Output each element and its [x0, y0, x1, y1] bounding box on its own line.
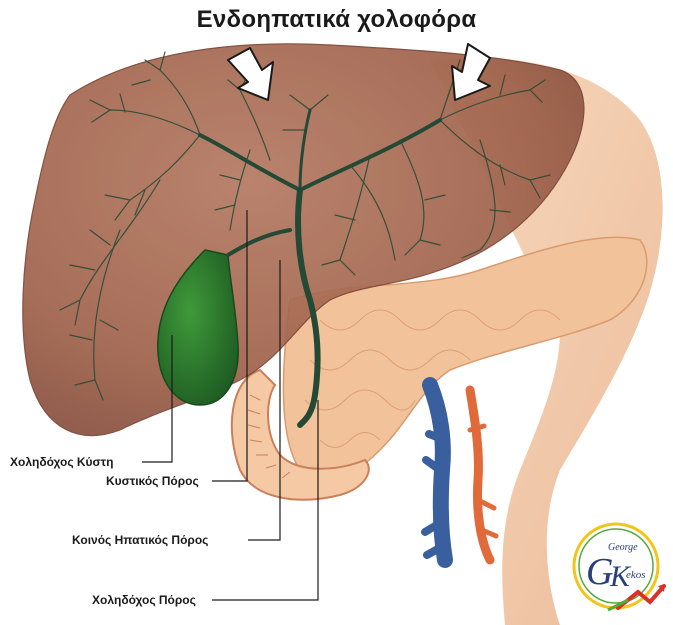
label-common-bile-duct: Χοληδόχος Πόρος	[92, 593, 196, 607]
logo-rest-text: ekos	[626, 569, 646, 581]
author-logo: George G K ekos	[568, 520, 668, 620]
diagram-title: Ενδοηπατικά χολοφόρα	[0, 6, 673, 34]
label-common-hepatic-duct: Κοινός Ηπατικός Πόρος	[72, 533, 208, 547]
label-gallbladder: Χοληδόχος Κύστη	[10, 455, 113, 469]
label-cystic-duct: Κυστικός Πόρος	[106, 474, 199, 488]
